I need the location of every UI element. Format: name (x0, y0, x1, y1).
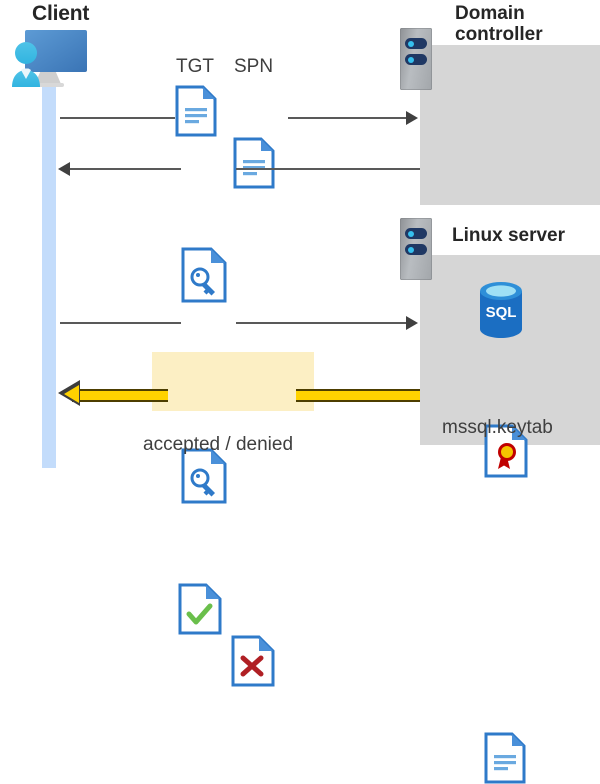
result-highlight-box (152, 352, 314, 411)
client-title: Client (32, 2, 90, 25)
flow-request-arrowhead (406, 111, 418, 125)
ticket-key-document-icon (181, 247, 600, 303)
linux-server-title: Linux server (452, 225, 565, 246)
client-computer-user-icon (8, 26, 92, 94)
linux-server-rack-icon (400, 218, 432, 280)
flow-ticket-arrowhead (58, 162, 70, 176)
keytab-filename-label: mssql.keytab (442, 417, 553, 438)
domain-controller-panel (420, 45, 600, 205)
flow-present-line-right (236, 322, 416, 324)
result-flow-line-left (72, 389, 168, 402)
domain-controller-title: Domain controller (455, 3, 543, 46)
flow-present-line-left (60, 322, 181, 324)
denied-document-cross-icon (231, 635, 600, 687)
spn-label: SPN (234, 56, 274, 77)
domain-controller-rack-icon (400, 28, 432, 90)
keytab-document-icon (484, 732, 600, 784)
accepted-document-check-icon (178, 583, 600, 635)
sql-database-icon: SQL (477, 281, 525, 339)
result-flow-line-right (296, 389, 420, 402)
result-flow-arrowhead-inner (64, 385, 79, 403)
flow-ticket-line-left (60, 168, 181, 170)
tgt-label: TGT (176, 56, 214, 77)
flow-ticket-line-right (236, 168, 420, 170)
flow-request-line-right (288, 117, 416, 119)
client-lifeline (42, 72, 56, 468)
svg-text:SQL: SQL (486, 304, 517, 321)
certificate-document-icon (484, 424, 600, 478)
accepted-denied-label: accepted / denied (143, 434, 294, 455)
tgt-document-icon (175, 85, 600, 137)
flow-present-arrowhead (406, 316, 418, 330)
flow-request-line-left (60, 117, 175, 119)
spn-document-icon (233, 137, 600, 189)
